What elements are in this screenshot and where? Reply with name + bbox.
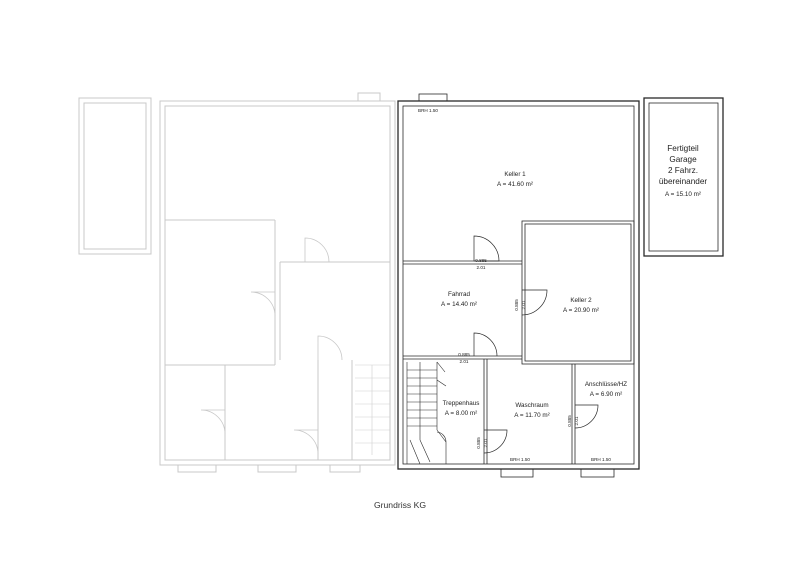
door2-width: 0.885 — [514, 299, 519, 311]
room-keller2-area: A = 20.90 m² — [563, 307, 599, 314]
garage-label-line4: übereinander — [659, 177, 708, 186]
garage-label-line1: Fertigteil — [667, 144, 699, 153]
door3-width: 0.885 — [458, 352, 470, 357]
neighbor-house-ghost — [78, 92, 396, 473]
room-anschluss-area: A = 6.90 m² — [590, 391, 622, 398]
door5-width: 0.885 — [567, 415, 572, 427]
plan-caption: Grundriss KG — [373, 500, 427, 510]
door4-width: 0.885 — [476, 437, 481, 449]
room-keller1-name: Keller 1 — [504, 171, 526, 178]
room-treppenhaus-name: Treppenhaus — [443, 400, 480, 407]
room-treppenhaus-area: A = 8.00 m² — [445, 410, 477, 417]
room-keller1-area: A = 41.60 m² — [497, 181, 533, 188]
window-bottom-left-label: BRH 1.50 — [510, 457, 530, 462]
door4-height: 2.01 — [483, 438, 488, 447]
window-bottom-right-label: BRH 1.50 — [591, 457, 611, 462]
staircase — [406, 361, 447, 465]
window-bottom-left — [500, 468, 534, 478]
garage-label-line2: Garage — [669, 155, 697, 164]
door1-height: 2.01 — [477, 265, 486, 270]
door3-height: 2.01 — [460, 359, 469, 364]
doors — [473, 235, 599, 454]
garage-label-line3: 2 Fahrz. — [668, 166, 698, 175]
room-fahrrad-name: Fahrrad — [448, 291, 471, 298]
house-walls — [397, 93, 640, 478]
door5-height: 2.01 — [574, 416, 579, 425]
door1-width: 0.885 — [475, 258, 487, 263]
room-waschraum-area: A = 11.70 m² — [514, 412, 549, 419]
room-keller2-name: Keller 2 — [570, 297, 592, 304]
door2-height: 2.01 — [521, 300, 526, 309]
room-waschraum-name: Waschraum — [515, 402, 548, 409]
room-fahrrad-area: A = 14.40 m² — [441, 301, 477, 308]
window-top-label: BRH 1.50 — [418, 108, 438, 113]
window-bottom-right — [580, 468, 615, 478]
room-anschluss-name: Anschlüsse/HZ — [585, 381, 627, 388]
garage-area: A = 15.10 m² — [665, 191, 701, 198]
garage — [643, 97, 724, 257]
window-top — [418, 93, 448, 102]
